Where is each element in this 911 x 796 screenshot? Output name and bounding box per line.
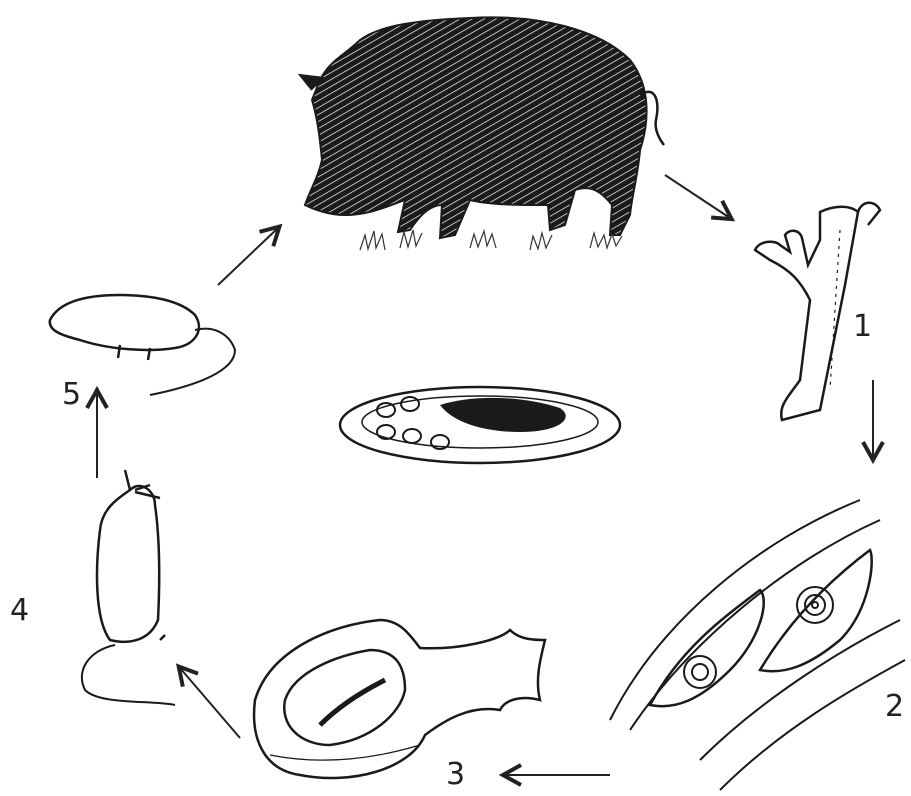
muscle-cysts-icon xyxy=(610,500,905,790)
cycle-arrows xyxy=(97,175,873,775)
stage-label-2: 2 xyxy=(885,692,904,722)
stage-label-5: 5 xyxy=(62,380,81,410)
ham-icon xyxy=(254,620,545,778)
rat-icon xyxy=(82,470,175,705)
arrow-deadrat-to-boar xyxy=(218,228,278,285)
stage-label-4: 4 xyxy=(10,596,29,626)
arrow-ham-to-rat xyxy=(180,668,240,738)
wild-boar-icon xyxy=(300,17,664,250)
stage-label-3: 3 xyxy=(446,760,465,790)
grass-icon xyxy=(360,230,622,250)
arrow-boar-to-bone xyxy=(665,175,730,218)
meat-plate-icon xyxy=(340,387,620,463)
stage-label-1: 1 xyxy=(853,312,872,342)
